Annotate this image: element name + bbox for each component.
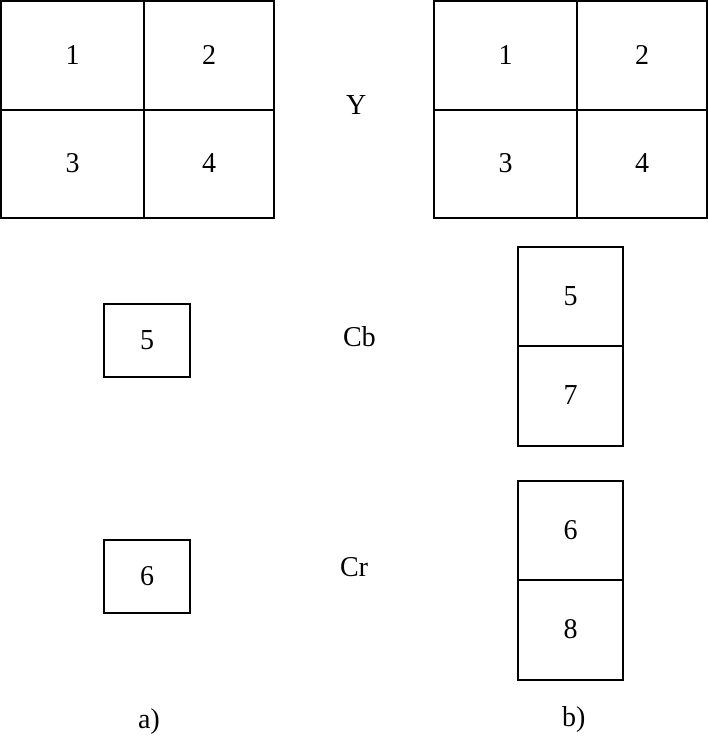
- grid-divider: [2, 109, 273, 111]
- panel-a-cr-block: 6: [103, 539, 191, 614]
- cb-block-5: 5: [563, 280, 578, 312]
- panel-b-caption: b): [562, 702, 586, 733]
- cr-block-6: 6: [140, 560, 154, 592]
- panel-a-caption: a): [138, 704, 160, 735]
- cb-component-label: Cb: [343, 322, 376, 353]
- block-divider: [519, 579, 622, 581]
- cb-block-7: 7: [563, 380, 578, 411]
- y-block-3: 3: [498, 148, 513, 179]
- y-block-4: 4: [202, 148, 216, 179]
- cb-block-5: 5: [140, 324, 154, 356]
- y-block-2: 2: [202, 39, 216, 71]
- panel-b-cr-blocks: 6 8: [517, 480, 624, 681]
- cr-block-6: 6: [563, 514, 578, 546]
- cr-block-8: 8: [563, 614, 578, 645]
- y-block-1: 1: [498, 39, 513, 71]
- y-component-label: Y: [346, 90, 367, 121]
- y-block-1: 1: [65, 39, 80, 71]
- y-block-2: 2: [635, 39, 649, 71]
- block-divider: [519, 345, 622, 347]
- panel-a-y-grid: 1 2 3 4: [0, 0, 275, 219]
- panel-a-cb-block: 5: [103, 303, 191, 378]
- y-block-3: 3: [65, 148, 80, 179]
- grid-divider: [435, 109, 706, 111]
- panel-b-cb-blocks: 5 7: [517, 246, 624, 447]
- y-block-4: 4: [635, 148, 649, 179]
- panel-b-y-grid: 1 2 3 4: [433, 0, 708, 219]
- cr-component-label: Cr: [340, 552, 368, 583]
